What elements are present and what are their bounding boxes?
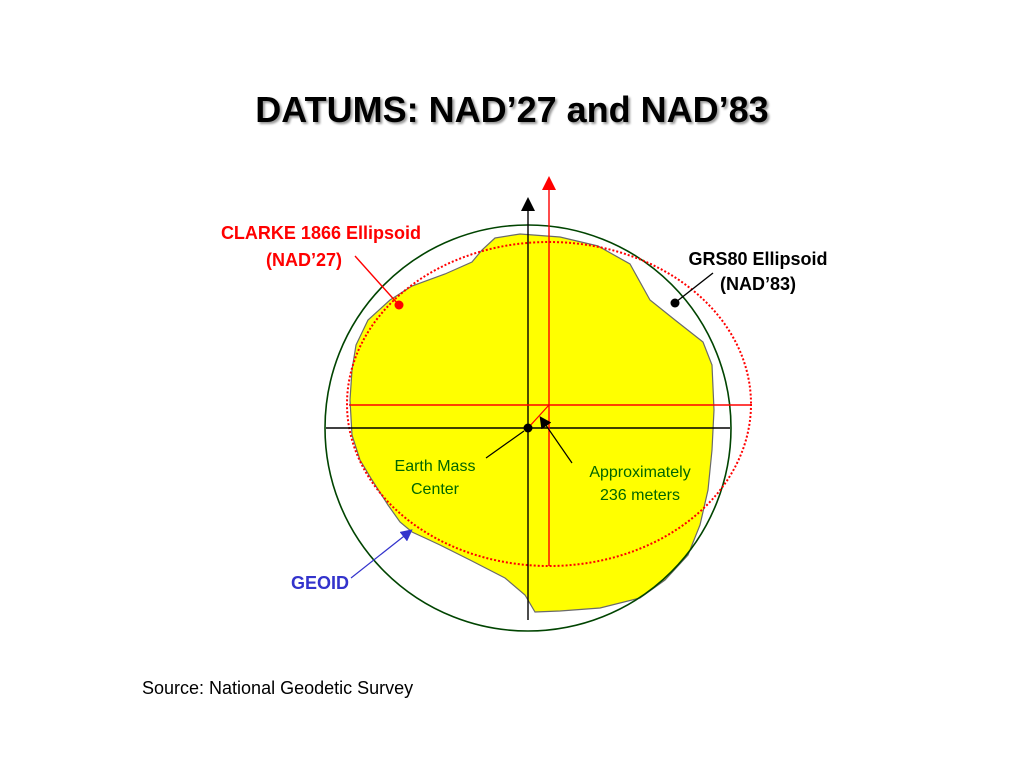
clarke-ellipsoid <box>346 241 752 567</box>
clarke-label-line2: (NAD’27) <box>266 250 342 270</box>
earth-mass-leader <box>485 430 525 459</box>
grs80-leader <box>675 272 714 303</box>
grs80-point-dot <box>670 298 680 308</box>
clarke-label-line1: CLARKE 1866 Ellipsoid <box>221 223 421 243</box>
earth-mass-label-line1: Earth Mass <box>395 458 476 475</box>
grs80-label-line1: GRS80 Ellipsoid <box>688 249 827 269</box>
clarke-point-dot <box>394 300 404 310</box>
approx-label-line1: Approximately <box>589 464 690 481</box>
clarke-leader <box>354 255 399 305</box>
source-credit: Source: National Geodetic Survey <box>142 678 414 698</box>
approx-label-line2: 236 meters <box>600 487 680 504</box>
slide-title: DATUMS: NAD’27 and NAD’83 <box>255 89 769 130</box>
geoid-leader <box>350 529 413 579</box>
grs80-label-line2: (NAD’83) <box>720 274 796 294</box>
offset-line <box>527 404 550 429</box>
approx-leader <box>539 416 573 464</box>
earth-mass-label-line2: Center <box>411 481 460 498</box>
geoid-label: GEOID <box>291 573 349 593</box>
earth-mass-center-dot <box>523 423 533 433</box>
